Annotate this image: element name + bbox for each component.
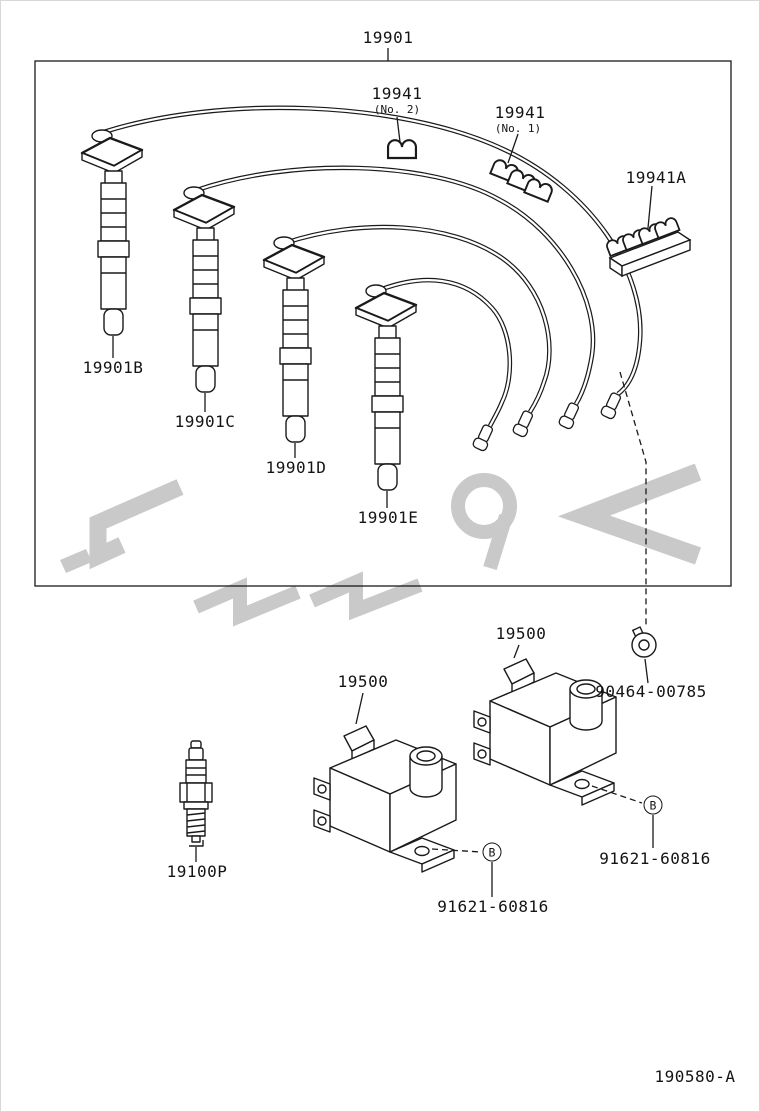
label-bolt-left: 91621-60816 [437, 897, 549, 916]
wire-clamp-no2-drawing [386, 139, 418, 160]
wire-clamp-bracket-drawing [604, 215, 692, 278]
label-clamp-no1-note: (No. 1) [494, 122, 542, 135]
doc-number: 190580-A [654, 1067, 736, 1086]
spark-plug-wire-curves [103, 105, 643, 428]
ignition-coil-right-drawing [473, 658, 617, 806]
label-clamp-no2: 19941 [371, 84, 423, 103]
ignition-coil-left-drawing [313, 725, 457, 873]
label-plug-wire-e: 19901E [357, 508, 419, 527]
spark-plug-drawing [179, 740, 213, 847]
label-clamp-bracket: 19941A [625, 168, 687, 187]
label-plug-wire-d: 19901D [265, 458, 327, 477]
label-plug-wire-c: 19901C [174, 412, 236, 431]
bolt-marker-right: B [643, 795, 663, 815]
assembly-box [34, 60, 732, 587]
label-clamp-no1: 19941 [494, 103, 546, 122]
reference-dashed-lines [431, 371, 647, 853]
label-clamp-no2-note: (No. 2) [373, 103, 421, 116]
plug-wire-boot-d-drawing [262, 235, 326, 444]
leader-lines [112, 48, 654, 897]
wire-clamp-no1-drawing [489, 157, 555, 203]
bolt-marker-left: B [482, 842, 502, 862]
watermark-logo [60, 463, 702, 627]
label-plug-wire-b: 19901B [82, 358, 144, 377]
label-assembly: 19901 [362, 28, 414, 47]
label-coil-clamp: 90464-00785 [595, 682, 707, 701]
coil-clamp-drawing [631, 626, 657, 658]
label-ignition-coil-right: 19500 [495, 624, 547, 643]
label-ignition-coil-left: 19500 [337, 672, 389, 691]
plug-wire-boot-e-drawing [354, 283, 418, 492]
label-spark-plug: 19100P [166, 862, 228, 881]
plug-wire-boot-c-drawing [172, 185, 236, 394]
plug-wire-boot-b-drawing [80, 128, 144, 337]
label-bolt-right: 91621-60816 [599, 849, 711, 868]
